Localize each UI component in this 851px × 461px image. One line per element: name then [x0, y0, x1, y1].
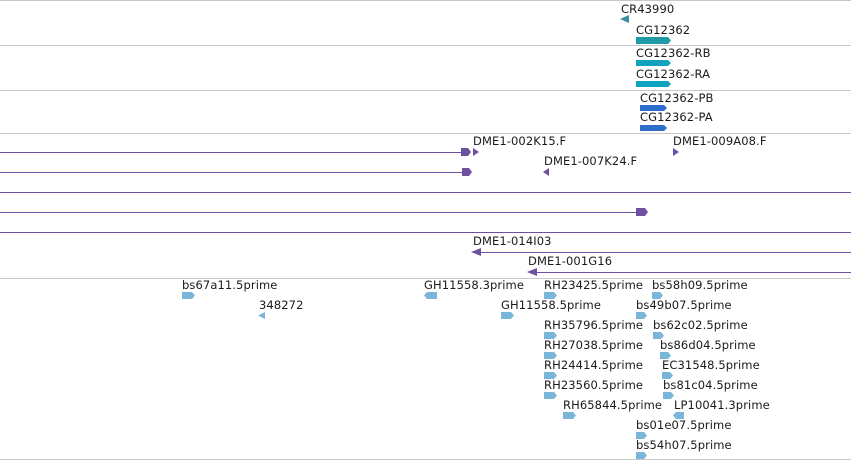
est-feature[interactable] — [544, 372, 558, 379]
bac-clone-line[interactable] — [473, 252, 851, 253]
feature-label-cg12362: CG12362 — [636, 23, 691, 37]
track-divider — [0, 90, 851, 91]
track-divider — [0, 278, 851, 279]
bac-line[interactable] — [0, 232, 851, 233]
est-feature[interactable] — [258, 312, 266, 319]
est-feature[interactable] — [663, 392, 675, 399]
bac-clone-start-marker[interactable] — [527, 268, 539, 276]
est-feature[interactable] — [652, 292, 664, 299]
bac-label-007k24: DME1-007K24.F — [544, 154, 638, 168]
est-feature[interactable] — [662, 372, 674, 379]
bac-end-marker[interactable] — [543, 168, 551, 176]
est-label: bs58h09.5prime — [652, 278, 748, 292]
est-label: RH23560.5prime — [544, 378, 644, 392]
bac-end-marker[interactable] — [673, 148, 681, 156]
gene-feature-cg12362[interactable] — [636, 37, 672, 44]
est-feature[interactable] — [673, 412, 685, 419]
est-label: RH35796.5prime — [544, 318, 644, 332]
bac-line[interactable] — [0, 212, 640, 213]
est-feature[interactable] — [544, 392, 558, 399]
bac-line[interactable] — [0, 152, 466, 153]
est-label: bs67a11.5prime — [182, 278, 278, 292]
bac-clone-line[interactable] — [530, 272, 851, 273]
est-label: bs54h07.5prime — [636, 438, 732, 452]
est-label: EC31548.5prime — [662, 358, 760, 372]
est-feature[interactable] — [660, 352, 672, 359]
est-label: RH27038.5prime — [544, 338, 644, 352]
transcript-label-ra: CG12362-RA — [636, 67, 711, 81]
est-label: bs86d04.5prime — [660, 338, 756, 352]
track-divider — [0, 45, 851, 46]
bac-clone-label-001g16: DME1-001G16 — [528, 254, 613, 268]
track-divider — [0, 459, 851, 460]
transcript-label-rb: CG12362-RB — [636, 46, 711, 60]
est-label: bs81c04.5prime — [663, 378, 758, 392]
est-feature[interactable] — [424, 292, 438, 299]
bac-clone-start-marker[interactable] — [471, 248, 483, 256]
est-label: RH24414.5prime — [544, 358, 644, 372]
est-feature[interactable] — [544, 352, 558, 359]
est-label: RH23425.5prime — [544, 278, 644, 292]
est-label: RH65844.5prime — [563, 398, 663, 412]
est-feature[interactable] — [544, 292, 558, 299]
est-feature[interactable] — [563, 412, 577, 419]
est-feature[interactable] — [182, 292, 196, 299]
protein-feature-pa[interactable] — [640, 125, 668, 131]
protein-label-pa: CG12362-PA — [640, 110, 713, 124]
bac-label-009a08: DME1-009A08.F — [673, 134, 767, 148]
est-feature[interactable] — [636, 452, 648, 459]
est-feature[interactable] — [501, 312, 515, 319]
est-feature[interactable] — [636, 432, 648, 439]
est-label: 348272 — [259, 298, 304, 312]
ncrna-feature-cr43990[interactable] — [620, 15, 630, 23]
feature-label-cr43990: CR43990 — [621, 2, 675, 16]
transcript-feature-ra[interactable] — [636, 81, 672, 87]
bac-clone-label-014i03: DME1-014I03 — [473, 234, 552, 248]
protein-feature-pb[interactable] — [640, 105, 668, 111]
est-label: bs62c02.5prime — [653, 318, 748, 332]
est-feature[interactable] — [544, 332, 558, 339]
track-divider — [0, 133, 851, 134]
est-label: LP10041.3prime — [674, 398, 770, 412]
est-label: GH11558.3prime — [424, 278, 525, 292]
protein-label-pb: CG12362-PB — [640, 91, 714, 105]
bac-end-marker[interactable] — [636, 208, 650, 216]
est-label: bs01e07.5prime — [636, 418, 732, 432]
est-feature[interactable] — [653, 332, 665, 339]
bac-line[interactable] — [0, 192, 851, 193]
bac-end-marker[interactable] — [461, 148, 483, 156]
est-label: bs49b07.5prime — [636, 298, 732, 312]
bac-end-marker[interactable] — [462, 168, 474, 176]
transcript-feature-rb[interactable] — [636, 60, 672, 66]
track-divider — [0, 0, 851, 1]
est-label: GH11558.5prime — [501, 298, 602, 312]
est-feature[interactable] — [636, 312, 648, 319]
bac-line[interactable] — [0, 172, 466, 173]
bac-label-002k15: DME1-002K15.F — [473, 134, 567, 148]
